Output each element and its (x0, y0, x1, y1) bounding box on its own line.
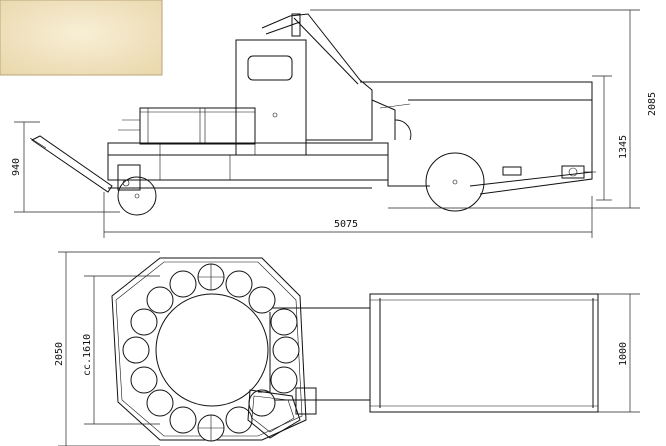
top-view (111, 257, 599, 442)
dim-height-body: 1345 (618, 135, 629, 159)
dim-length-total: 5075 (334, 219, 358, 230)
ring-housing (111, 257, 307, 441)
front-wheel (117, 176, 157, 216)
dim-width-total: 2050 (54, 342, 65, 366)
side-view (29, 13, 596, 216)
pot-ring (122, 263, 300, 442)
center-disc (155, 293, 269, 407)
dim-conveyor-width: 1000 (618, 342, 629, 366)
side-dimensions (14, 9, 640, 238)
paper-swatch (0, 0, 163, 76)
dim-ring-diameter: cc.1610 (82, 334, 93, 376)
top-dimensions (58, 251, 640, 446)
dim-height-drawbar: 940 (11, 158, 22, 176)
rear-wheel (425, 152, 485, 212)
dim-height-total: 2085 (647, 92, 658, 116)
